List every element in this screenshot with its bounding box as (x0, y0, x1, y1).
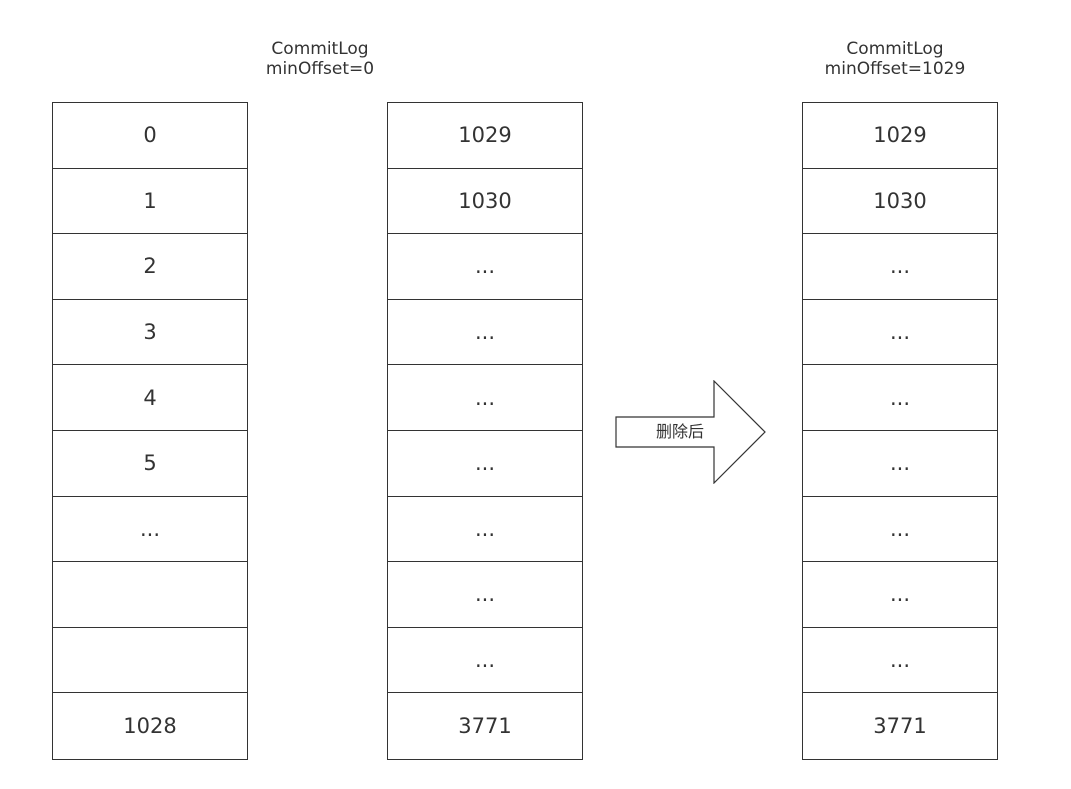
offset-cell: ... (388, 431, 582, 497)
offset-cell: 3 (53, 300, 247, 366)
offset-cell: 5 (53, 431, 247, 497)
offset-cell: 3771 (458, 714, 512, 739)
offset-cell: 3771 (873, 714, 927, 739)
offset-cell: ... (388, 497, 582, 563)
commitlog-label-before: CommitLog minOffset=0 (250, 39, 390, 79)
right-arrow-icon (615, 380, 766, 484)
arrow-label: 删除后 (655, 422, 704, 441)
offset-cell: ... (803, 234, 997, 300)
offset-cell: ... (803, 562, 997, 628)
offset-cell: 2 (53, 234, 247, 300)
min-offset-label: minOffset=1029 (824, 59, 966, 79)
offset-cell: ... (803, 300, 997, 366)
offset-cell: ... (53, 497, 247, 563)
offset-cell: 1030 (388, 169, 582, 235)
offset-cell: ... (803, 431, 997, 497)
offset-cell: ... (388, 234, 582, 300)
offset-cell (53, 562, 247, 628)
offset-cell: ... (803, 497, 997, 563)
offset-cell: ... (388, 628, 582, 694)
commitlog-title: CommitLog (846, 39, 944, 59)
offset-cell: 0 (53, 103, 247, 169)
offset-cell: ... (803, 628, 997, 694)
commitlog-file-after: 1029 1030 ... ... ... ... ... ... ... 37… (802, 102, 998, 760)
offset-cell: 1029 (388, 103, 582, 169)
offset-cell: 1028 (123, 714, 177, 739)
offset-cell: 1030 (803, 169, 997, 235)
commitlog-title: CommitLog (271, 39, 369, 59)
offset-cell: ... (803, 365, 997, 431)
offset-cell: ... (388, 300, 582, 366)
offset-cell: ... (388, 365, 582, 431)
offset-cell: 1029 (803, 103, 997, 169)
offset-cell: 1 (53, 169, 247, 235)
offset-cell: ... (388, 562, 582, 628)
offset-cell (53, 628, 247, 694)
commitlog-file-1: 0 1 2 3 4 5 ... 1028 (52, 102, 248, 760)
commitlog-file-2: 1029 1030 ... ... ... ... ... ... ... 37… (387, 102, 583, 760)
commitlog-label-after: CommitLog minOffset=1029 (800, 39, 990, 79)
offset-cell: 4 (53, 365, 247, 431)
min-offset-label: minOffset=0 (265, 59, 375, 79)
